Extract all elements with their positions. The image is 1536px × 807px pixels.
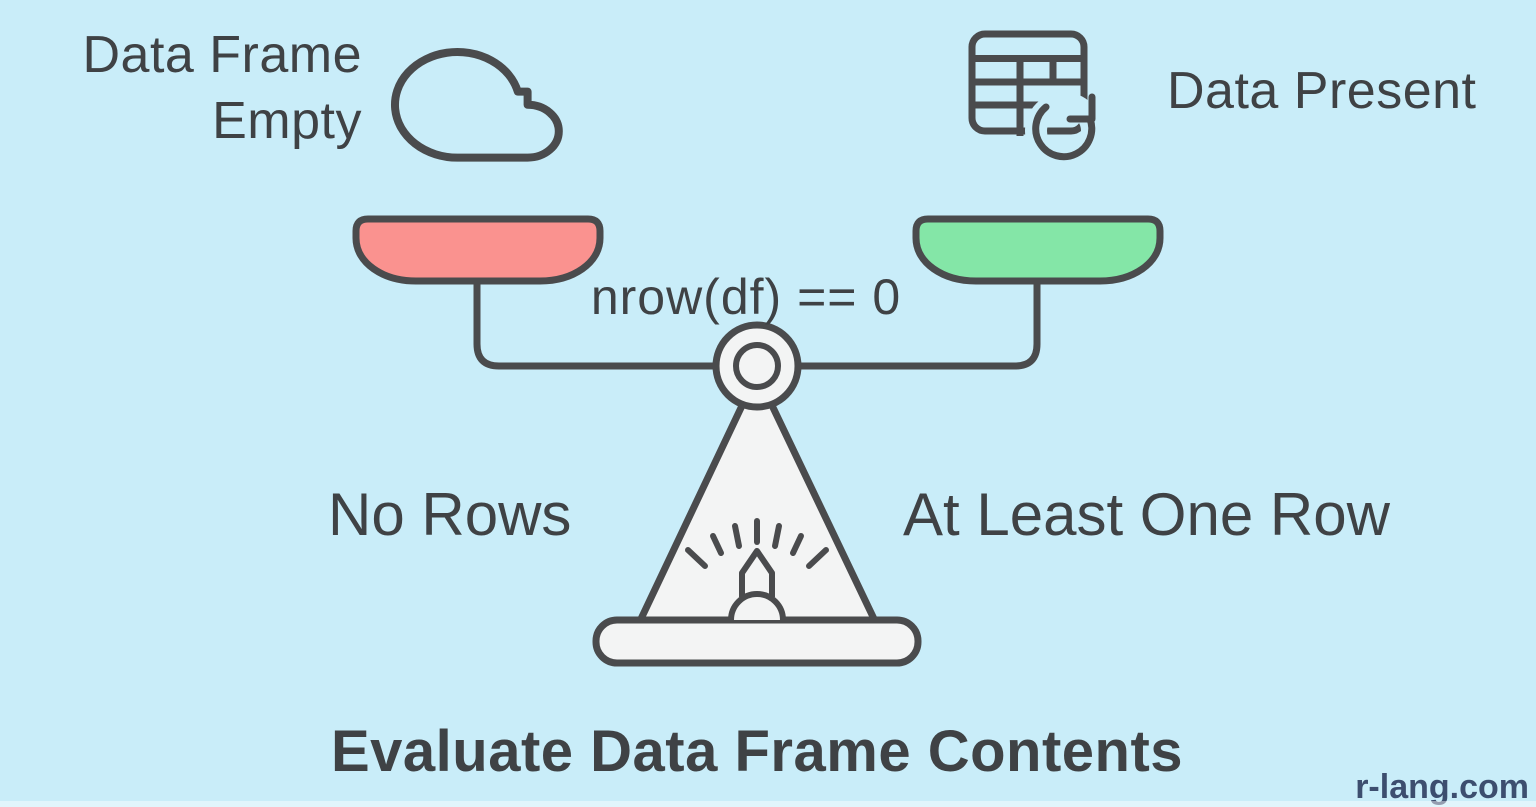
bottom-edge-strip [0,801,1536,807]
right-object-label: Data Present [1167,62,1477,120]
table-refresh-icon [968,30,1103,170]
pivot-outer-circle [712,321,802,411]
page-title: Evaluate Data Frame Contents [330,719,1184,784]
right-outcome-label: At Least One Row [903,481,1390,548]
left-object-label: Data Frame Empty [82,26,362,150]
scale-base [592,616,922,667]
lamp-dome-icon [728,591,786,621]
left-pan [352,215,604,285]
cloud-icon [390,48,563,162]
right-pan [912,215,1164,285]
watermark-text: r-lang.com [1355,768,1529,806]
lamp-flame-icon [739,548,775,597]
left-outcome-label: No Rows [328,481,572,548]
refresh-arrow-icon [1032,93,1096,161]
lamp-rays-icon [685,518,829,569]
pivot-inner-circle [733,342,781,390]
condition-label: nrow(df) == 0 [590,269,902,325]
